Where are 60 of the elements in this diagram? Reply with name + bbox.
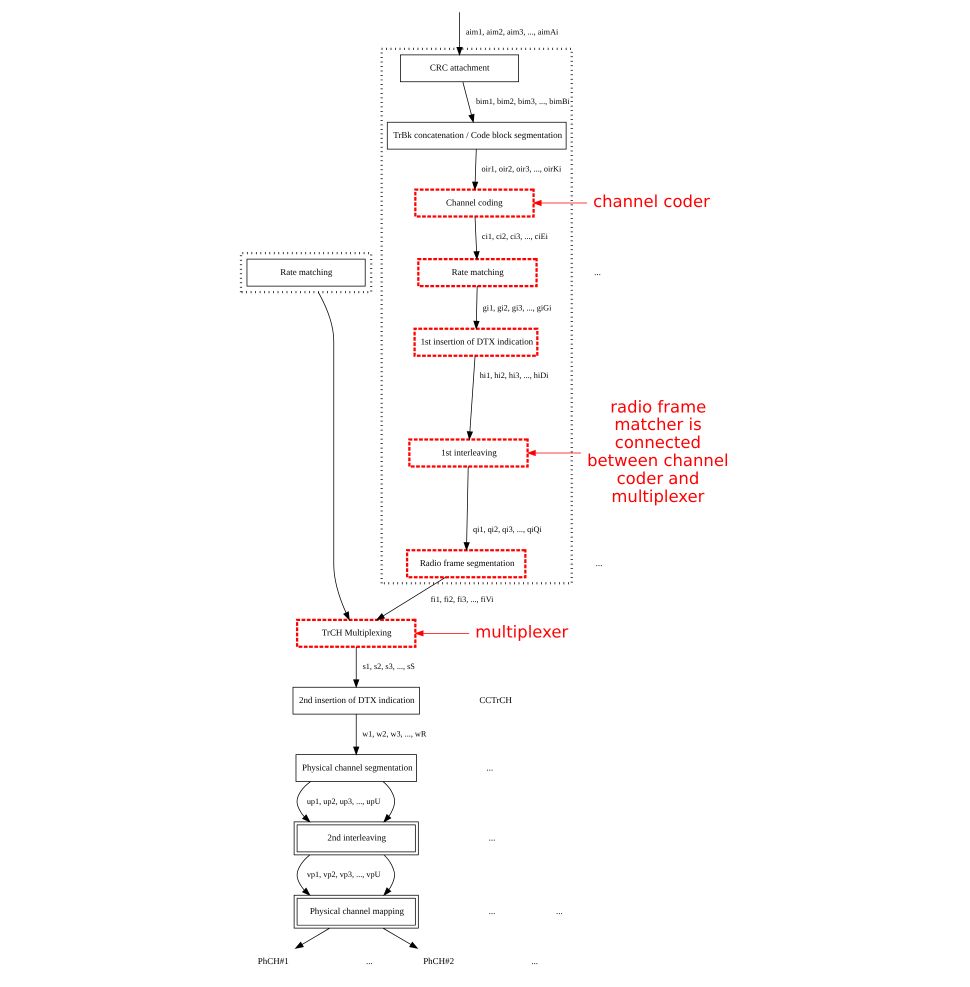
node-box: Radio frame segmentation: [405, 549, 526, 578]
label: ...: [595, 558, 602, 568]
arrow: [532, 200, 587, 206]
node-box: Rate matching: [246, 258, 366, 286]
arrow: [472, 286, 480, 330]
edge-label: w1, w2, w3, ..., wR: [362, 729, 426, 738]
edge-label: gi1, gi2, gi3, ..., giGi: [482, 304, 551, 313]
arrow: [352, 646, 359, 688]
edge-label: oir1, oir2, oir3, ..., oirKi: [481, 164, 561, 174]
node-text: channel coder: [592, 192, 710, 212]
node-box: Physical channel mapping: [293, 894, 418, 929]
edge-label: vp1, vp2, vp3, ..., vpU: [306, 870, 380, 880]
label: ...: [594, 266, 600, 277]
edge-label: aim1, aim2, aim3, ..., aimAi: [465, 28, 558, 37]
node-box: Channel coding: [414, 188, 534, 218]
arrow: [456, 12, 462, 56]
arrow: [382, 781, 395, 823]
node-box: 2nd insertion of DTX indication: [292, 686, 420, 715]
edge-label: fi1, fi2, fi3, ..., fiVi: [430, 594, 493, 604]
cluster: [239, 252, 372, 294]
arrow: [352, 714, 359, 756]
arrow: [462, 82, 474, 124]
label: ...: [556, 906, 562, 916]
edge-label: hi1, hi2, hi3, ..., hiDi: [479, 371, 548, 380]
arrow: [414, 630, 470, 636]
label: CCTrCH: [478, 695, 512, 706]
edge-label: ci1, ci2, ci3, ..., ciEi: [481, 232, 548, 241]
label: ...: [488, 832, 495, 843]
node-text: PhCH#2: [422, 956, 454, 966]
arrow: [466, 355, 475, 440]
arrow: [317, 292, 350, 621]
node-box: CRC attachment: [400, 54, 518, 82]
arrow: [294, 928, 330, 949]
label: ...: [486, 762, 493, 772]
node-box: Physical channel segmentation: [295, 754, 416, 782]
node-text: radio frame matcher is connected between channel coder and multiplexer: [586, 397, 728, 506]
node-box: 1st insertion of DTX indication: [412, 328, 538, 357]
node-box: TrCH Multiplexing: [295, 618, 416, 648]
arrow: [296, 781, 311, 823]
arrow: [375, 576, 446, 620]
arrow: [472, 149, 478, 191]
arrow: [472, 216, 480, 260]
arrow: [526, 450, 581, 456]
node-text: multiplexer: [474, 622, 568, 642]
label: ...: [530, 956, 538, 966]
edge-label: bim1, bim2, bim3, ..., bimBi: [475, 97, 570, 106]
label: ...: [365, 956, 372, 966]
edge-label: s1, s2, s3, ..., sS: [362, 662, 414, 672]
node-text: PhCH#1: [257, 956, 288, 966]
node-box: 2nd interleaving: [293, 822, 418, 856]
label: ...: [488, 906, 495, 916]
arrow: [296, 854, 310, 896]
node-box: 1st interleaving: [408, 438, 528, 468]
edge-label: qi1, qi2, qi3, ..., qiQi: [472, 525, 542, 534]
arrow: [463, 466, 470, 552]
node-box: Rate matching: [416, 258, 538, 288]
node-box: TrBk concatenation / Code block segmentation: [386, 122, 566, 150]
arrow: [382, 854, 394, 896]
edge-label: up1, up2, up3, ..., upU: [306, 796, 380, 806]
arrow: [382, 928, 418, 949]
